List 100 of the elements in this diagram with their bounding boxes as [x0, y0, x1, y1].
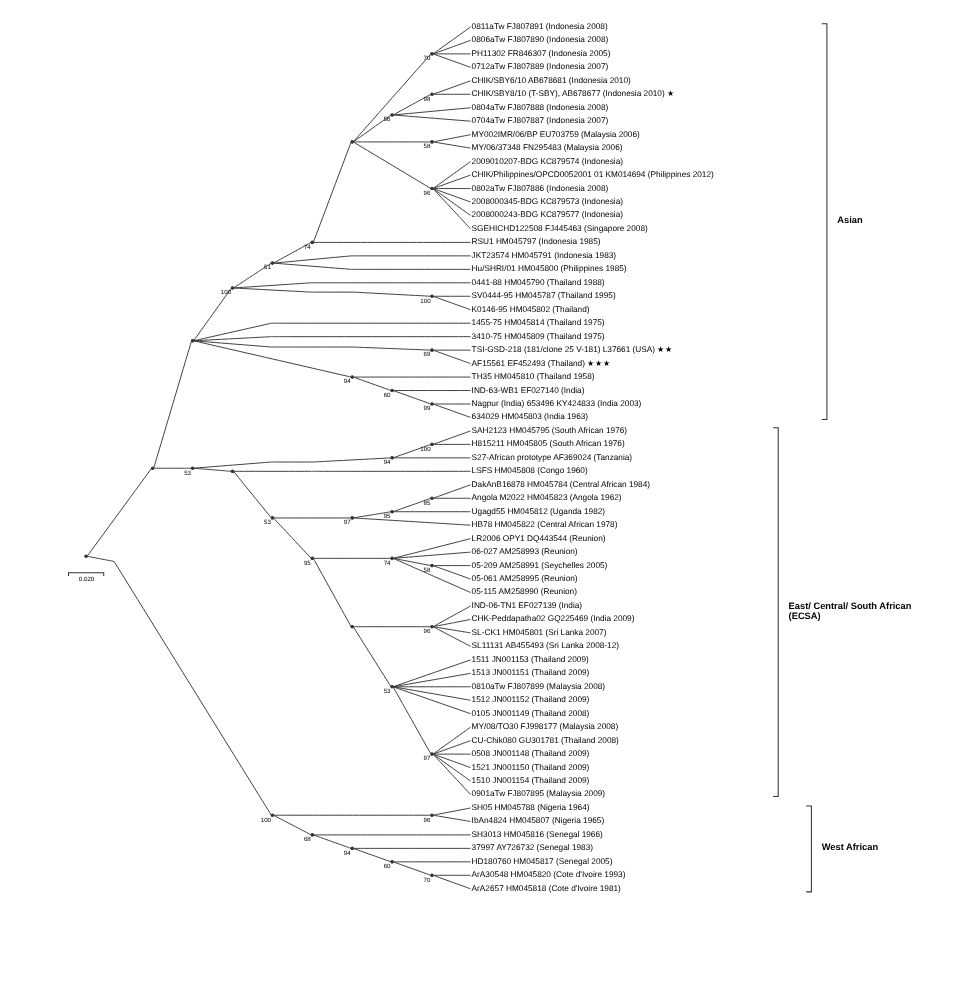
connector	[232, 471, 271, 518]
node-point	[229, 469, 234, 474]
connector	[432, 349, 471, 365]
node-point	[429, 402, 433, 406]
connector	[432, 443, 471, 445]
connector	[392, 557, 431, 566]
connector	[352, 376, 471, 378]
connector	[352, 141, 430, 189]
connector	[432, 188, 471, 189]
node-point	[429, 52, 433, 56]
connector	[192, 340, 351, 378]
connector	[272, 815, 311, 836]
connector	[432, 403, 471, 418]
connector	[312, 557, 391, 559]
connector	[392, 94, 431, 116]
node-point	[389, 456, 393, 460]
node-point	[429, 752, 433, 756]
connector	[392, 659, 471, 688]
connector	[352, 517, 471, 526]
connector	[432, 188, 471, 203]
connector	[312, 241, 471, 243]
node-point	[349, 624, 353, 629]
connector	[352, 141, 430, 143]
node-point	[309, 556, 314, 561]
node-point	[83, 554, 87, 559]
connector	[352, 376, 391, 391]
node-point	[349, 516, 353, 520]
connector	[432, 626, 471, 634]
connector	[392, 538, 471, 559]
connector	[432, 134, 471, 143]
node-point	[429, 92, 433, 97]
connector	[392, 551, 471, 559]
connector	[312, 142, 351, 243]
connector	[432, 814, 471, 822]
connector	[432, 141, 471, 149]
connector	[432, 875, 471, 890]
connector	[192, 336, 471, 342]
connector	[432, 349, 471, 351]
connector	[152, 341, 191, 468]
connector	[192, 457, 390, 469]
connector	[432, 80, 471, 95]
connector	[232, 262, 271, 289]
connector	[232, 287, 430, 297]
connector	[432, 403, 471, 405]
connector	[392, 457, 471, 459]
node-point	[189, 466, 194, 471]
connector	[192, 288, 231, 341]
connector	[432, 295, 471, 297]
connector	[152, 467, 191, 469]
node-point	[349, 375, 353, 379]
node-point	[429, 140, 433, 144]
node-point	[429, 294, 433, 299]
node-point	[429, 563, 433, 568]
connector	[432, 626, 471, 647]
connector	[432, 619, 471, 628]
node-point	[269, 516, 274, 520]
node-point	[429, 813, 433, 818]
node-point	[429, 186, 433, 191]
connector	[392, 107, 471, 116]
connector	[432, 161, 471, 189]
connector	[432, 605, 471, 627]
connector	[192, 467, 231, 472]
connector	[392, 558, 471, 593]
node-point	[389, 684, 393, 689]
connector	[272, 517, 351, 519]
connector	[392, 861, 431, 876]
connector	[392, 686, 471, 715]
connector	[392, 390, 471, 391]
connector	[192, 340, 430, 351]
node-point	[349, 846, 353, 851]
node-point	[429, 873, 433, 878]
connector	[232, 282, 471, 289]
node-point	[149, 466, 154, 471]
connector	[432, 753, 471, 769]
node-point	[189, 339, 194, 343]
connector	[192, 322, 471, 342]
connector	[432, 53, 471, 68]
connector	[392, 686, 471, 688]
connector	[432, 565, 471, 580]
connector	[352, 847, 471, 849]
node-point	[309, 833, 314, 837]
connector	[272, 262, 471, 270]
node-point	[389, 509, 393, 514]
connector	[432, 53, 471, 55]
connector	[432, 430, 471, 445]
node-point	[389, 388, 393, 393]
connector	[312, 834, 351, 849]
connector	[392, 672, 471, 688]
connector	[392, 861, 471, 863]
connector	[432, 484, 471, 499]
node-point	[429, 496, 433, 501]
node-point	[389, 113, 393, 117]
connector	[432, 26, 471, 55]
connector	[232, 470, 471, 472]
connector	[392, 511, 471, 513]
connector	[432, 188, 471, 216]
connector	[432, 753, 471, 782]
connector	[272, 814, 430, 816]
connector	[352, 114, 391, 143]
connector	[432, 874, 471, 876]
